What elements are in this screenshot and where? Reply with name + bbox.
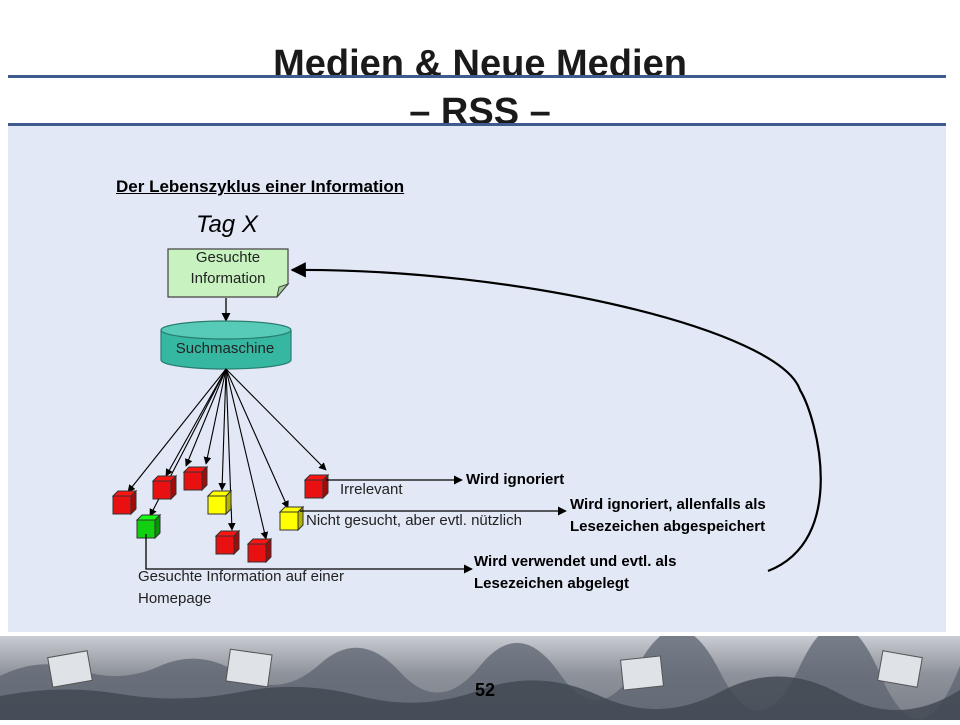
irrelevant-label: Irrelevant	[340, 481, 403, 498]
result-cubes	[111, 465, 330, 564]
result-cube-red	[246, 537, 273, 564]
sought-information-node	[167, 248, 290, 298]
search-engine-label: Suchmaschine	[175, 340, 275, 357]
outcome-bookmark-maybe: Wird ignoriert, allenfalls als Lesezeich…	[570, 496, 766, 535]
search-engine-cylinder	[160, 320, 292, 370]
diagram-subtitle: Der Lebenszyklus einer Information	[116, 177, 405, 196]
content-panel	[8, 126, 946, 632]
result-cube-yellow	[206, 489, 233, 516]
result-cube-yellow	[278, 505, 305, 532]
title-rule	[8, 123, 946, 126]
useful-label: Nicht gesucht, aber evtl. nützlich	[306, 512, 522, 529]
result-cube-red	[303, 473, 330, 500]
sought-information-label: Gesuchte Information	[190, 249, 266, 287]
footer-landscape-image	[0, 624, 960, 720]
result-cube-red	[182, 465, 209, 492]
result-cube-red	[151, 474, 178, 501]
day-label: Tag X	[196, 211, 258, 238]
outcome-ignored: Wird ignoriert	[466, 471, 565, 488]
result-cube-red	[214, 529, 241, 556]
outcome-used: Wird verwendet und evtl. als Lesezeichen…	[474, 553, 677, 592]
sought-homepage-label: Gesuchte Information auf einer Homepage	[138, 568, 344, 607]
slide-title: Medien & Neue Medien	[273, 43, 687, 85]
feedback-loop-arrow	[290, 262, 822, 573]
result-cube-red	[111, 489, 138, 516]
top-rule	[8, 75, 946, 78]
arrow-sought	[145, 534, 473, 574]
footer-banner	[0, 624, 960, 720]
result-cube-green	[135, 513, 162, 540]
page-number: 52	[474, 680, 496, 700]
